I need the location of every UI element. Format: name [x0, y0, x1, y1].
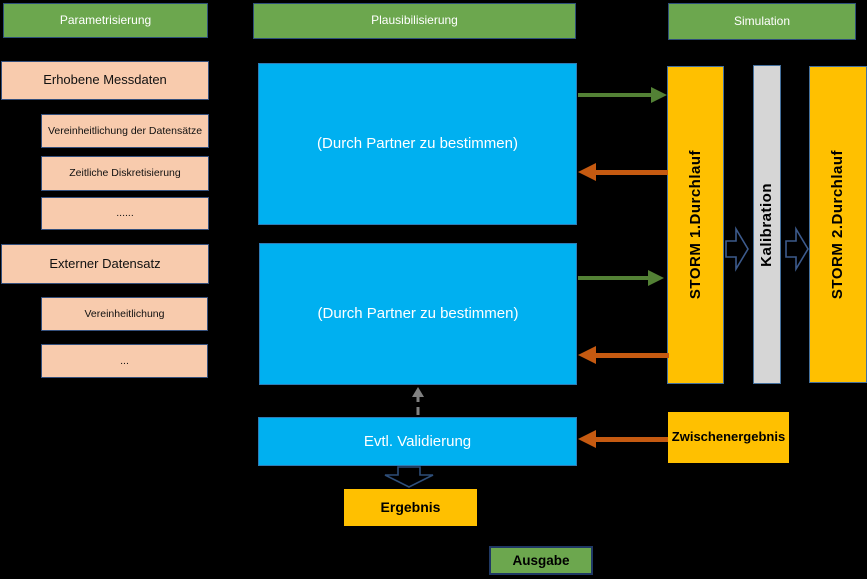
header-simulation: Simulation — [668, 3, 856, 40]
box-ergebnis: Ergebnis — [344, 489, 477, 526]
kalibration-label: Kalibration — [758, 182, 776, 267]
green-arrow-right-icon — [578, 270, 664, 286]
blue-block-arrow-down-icon — [383, 466, 435, 488]
box-partner-1: (Durch Partner zu bestimmen) — [258, 63, 577, 225]
box-ellipsis-1: ...... — [41, 197, 209, 230]
box-evtl-validierung: Evtl. Validierung — [258, 417, 577, 466]
box-vereinheitlichung-datensaetze: Vereinheitlichung der Datensätze — [41, 114, 209, 148]
box-externer-datensatz: Externer Datensatz — [1, 244, 209, 284]
storm-1-label: STORM 1.Durchlauf — [686, 150, 704, 300]
box-zeitliche-diskretisierung: Zeitliche Diskretisierung — [41, 156, 209, 191]
orange-arrow-left-icon — [578, 430, 668, 448]
box-zwischenergebnis: Zwischenergebnis — [668, 412, 789, 463]
storm-2-label: STORM 2.Durchlauf — [829, 149, 847, 300]
box-vereinheitlichung: Vereinheitlichung — [41, 297, 208, 331]
orange-arrow-left-icon — [578, 346, 669, 364]
box-erhobene-messdaten: Erhobene Messdaten — [1, 61, 209, 100]
gray-dashed-up-arrow-icon — [411, 387, 425, 416]
header-plausibilisierung: Plausibilisierung — [253, 3, 576, 39]
header-parametrisierung: Parametrisierung — [3, 3, 208, 38]
box-storm-1-durchlauf: STORM 1.Durchlauf — [667, 66, 724, 384]
box-storm-2-durchlauf: STORM 2.Durchlauf — [809, 66, 867, 383]
orange-arrow-left-icon — [578, 163, 668, 181]
blue-chevron-right-icon — [725, 226, 749, 272]
box-kalibration: Kalibration — [753, 65, 781, 384]
blue-chevron-right-icon — [785, 226, 809, 272]
green-arrow-right-icon — [578, 87, 667, 103]
box-ellipsis-2: ... — [41, 344, 208, 378]
box-partner-2: (Durch Partner zu bestimmen) — [259, 243, 577, 385]
box-ausgabe: Ausgabe — [489, 546, 593, 575]
